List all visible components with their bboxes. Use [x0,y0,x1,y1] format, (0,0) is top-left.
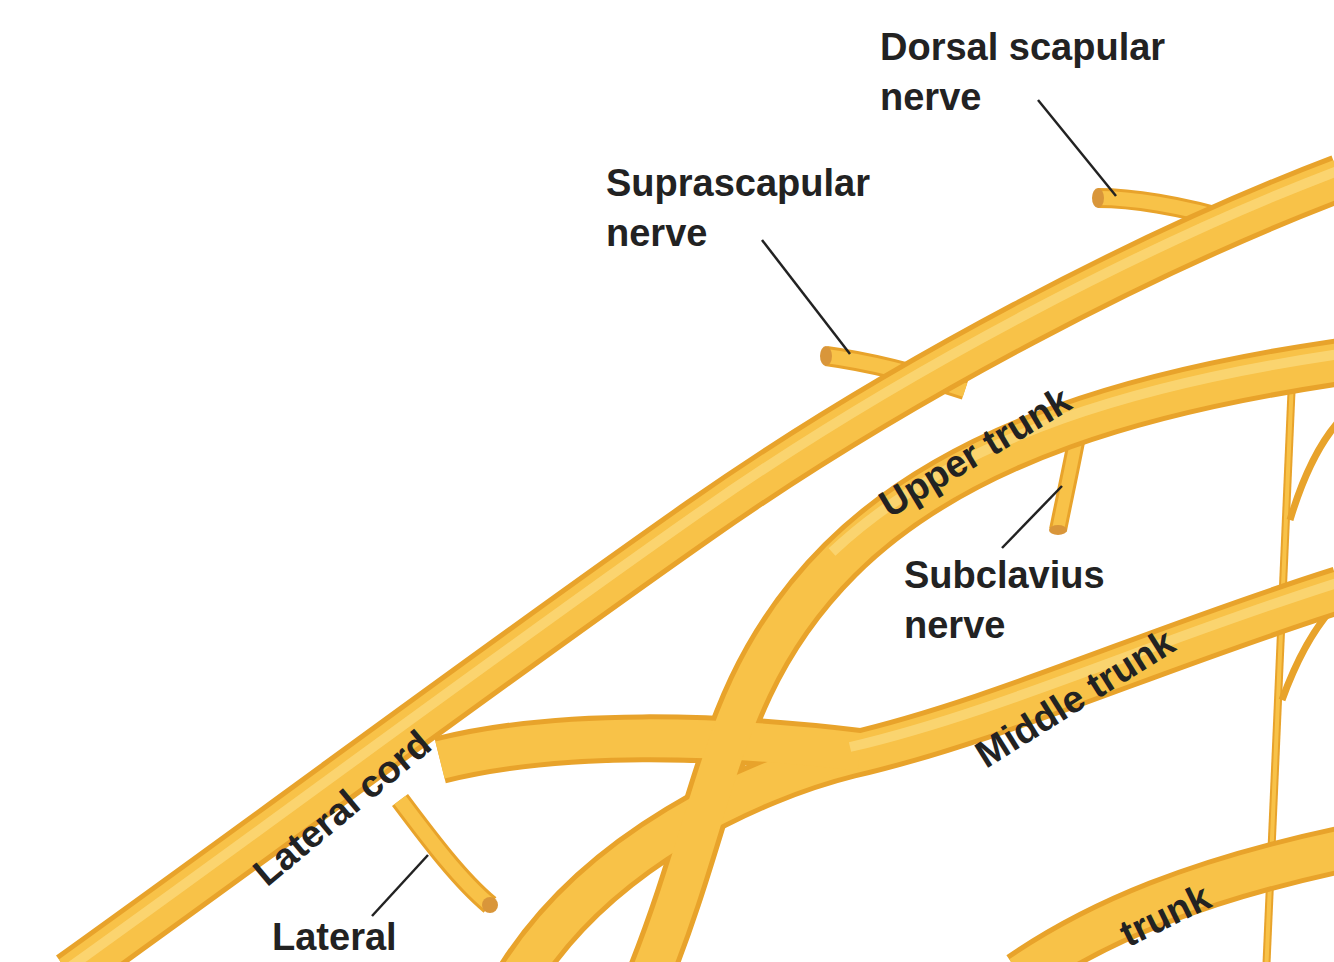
nerve-bands [70,178,1334,962]
leader-lines [372,100,1116,916]
nerve-label: Dorsal scapular nerve [880,22,1270,122]
nerve-label: Suprascapular nerve [606,158,966,258]
nerve-highlights [70,170,1334,962]
nerve-label: Lateral [272,912,472,962]
thin-nerve [1290,420,1334,520]
nerve-bands [70,178,1334,962]
